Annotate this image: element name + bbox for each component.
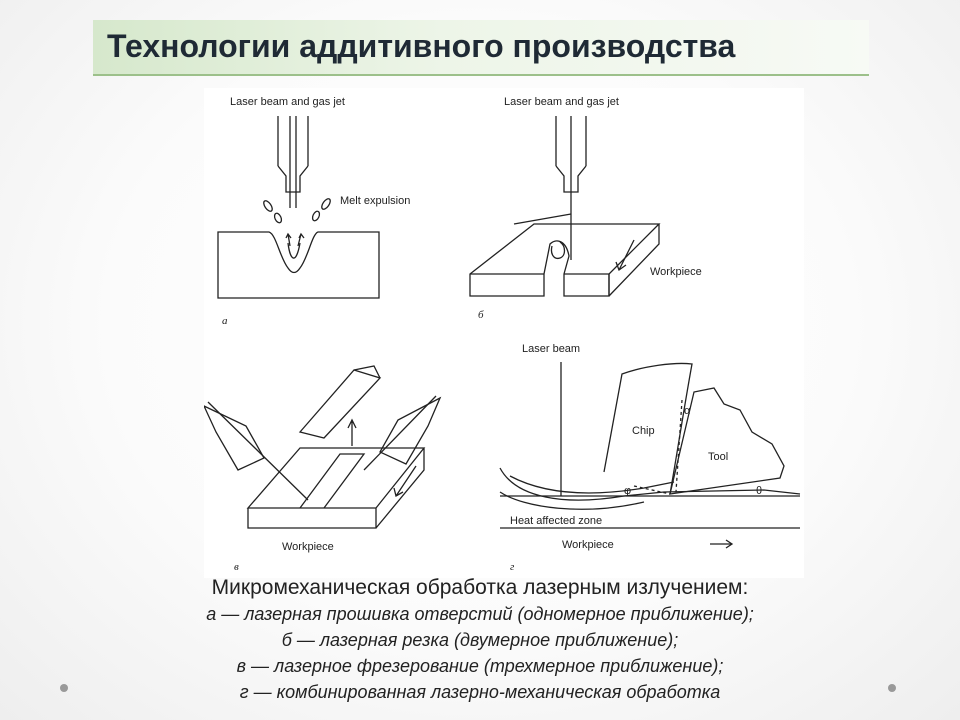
panel-g-label-workpiece: Workpiece [562, 539, 614, 551]
panel-a-drilling [217, 116, 380, 299]
slide-title: Технологии аддитивного производства [107, 28, 736, 64]
panel-b-kerf-glow [550, 241, 566, 260]
panel-g-alpha: α [684, 405, 691, 417]
panel-v-chip [298, 369, 382, 439]
caption-line-a: а — лазерная прошивка отверстий (одномер… [206, 604, 754, 624]
panel-a-label-top: Laser beam and gas jet [230, 96, 345, 108]
panel-b-sublabel: б [478, 309, 484, 321]
panel-v-left-nozzle [204, 405, 265, 471]
panel-g-chip [603, 362, 693, 495]
panel-a-nozzle-tip [277, 165, 309, 193]
panel-g-haz-inner [509, 475, 675, 494]
title-bar: Технологии аддитивного производства [93, 20, 869, 76]
panel-b-nozzle-tube [555, 116, 587, 166]
panel-g-theta: θ [756, 485, 762, 497]
panel-b-edges [470, 224, 660, 297]
panel-b-label-workpiece: Workpiece [650, 266, 702, 278]
panel-g-workpiece-lines [500, 495, 800, 529]
panel-a-sublabel: а [222, 315, 228, 327]
panel-b-cutting [469, 116, 661, 297]
panel-g-haz-outer [499, 491, 645, 510]
panel-v-chip-edge [353, 365, 381, 379]
panel-a-droplets [263, 198, 331, 224]
panel-b-pointer [513, 213, 572, 225]
decorative-dot-left [60, 684, 68, 692]
panel-b-label-top: Laser beam and gas jet [504, 96, 619, 108]
caption-line-b: б — лазерная резка (двумерное приближени… [281, 630, 679, 650]
panel-g-combined [499, 362, 801, 549]
panel-g-tool [669, 387, 785, 495]
caption-line-g: г — комбинированная лазерно-механическая… [239, 682, 721, 702]
panel-a-label-melt: Melt expulsion [340, 195, 410, 207]
caption-line-v: в — лазерное фрезерование (трехмерное пр… [236, 656, 724, 676]
caption-heading: Микромеханическая обработка лазерным изл… [211, 576, 749, 599]
panel-v-right-beam [363, 395, 437, 471]
panel-v-groove [299, 453, 366, 509]
panel-g-phi: φ [624, 485, 631, 497]
panel-b-workpiece [469, 223, 661, 297]
panel-v-workpiece [246, 447, 426, 529]
panel-a-workpiece [217, 231, 380, 299]
panel-g-label-beam: Laser beam [522, 343, 580, 355]
figure-caption: Микромеханическая обработка лазерным изл… [120, 574, 840, 705]
panel-v-chip-arrow [347, 418, 357, 446]
panel-g-feed-arrow [710, 539, 734, 549]
panel-g-label-tool: Tool [708, 451, 728, 463]
panel-v-feed-arrow [393, 465, 417, 497]
panel-a-melt-arrows [285, 232, 305, 247]
panel-g-label-chip: Chip [632, 425, 655, 437]
panel-v-right-nozzle [379, 396, 442, 465]
panel-v-sublabel: в [234, 561, 239, 573]
decorative-dot-right [888, 684, 896, 692]
panel-v-left-beam [207, 401, 309, 501]
panel-g-sublabel: г [510, 561, 515, 573]
figure-drawing: Laser beam and gas jet Melt expulsion а … [204, 96, 801, 573]
panel-g-label-haz: Heat affected zone [510, 515, 602, 527]
panel-v-milling [204, 365, 442, 529]
panel-g-cut-surface [499, 467, 801, 501]
panel-v-label-workpiece: Workpiece [282, 541, 334, 553]
panel-a-beam [289, 116, 297, 208]
laser-micromachining-figure: Laser beam and gas jet Melt expulsion а … [204, 88, 804, 578]
panel-a-melt-arc [287, 242, 301, 259]
panel-a-nozzle-tube [277, 116, 309, 166]
panel-b-feed-arrow [615, 239, 635, 272]
panel-g-phi-line [633, 485, 671, 495]
